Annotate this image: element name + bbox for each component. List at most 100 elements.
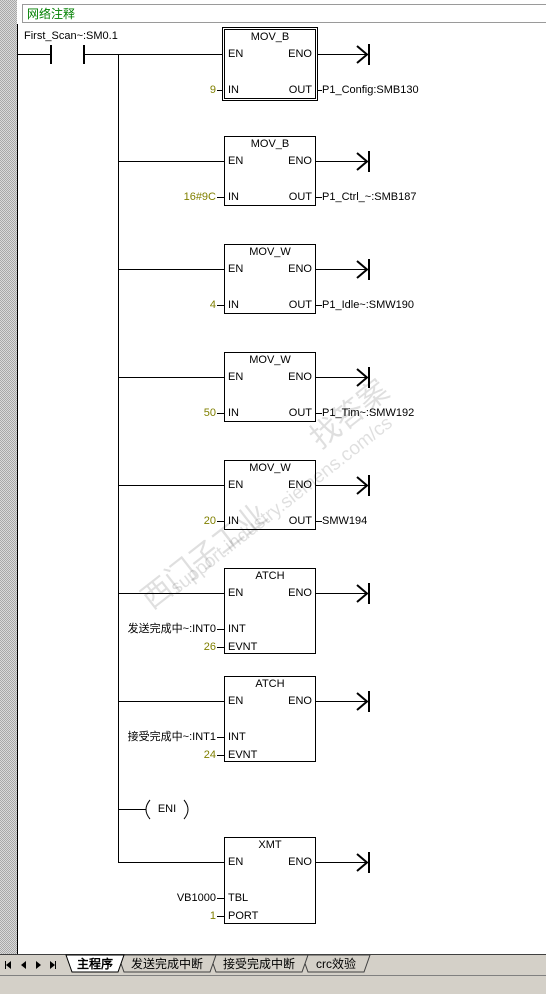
contact-operand[interactable]: First_Scan~:SM0.1: [24, 30, 118, 42]
box-title: ATCH: [255, 678, 285, 690]
eno-output-arrow-icon: [356, 259, 370, 280]
eno-output-arrow-icon: [356, 475, 370, 496]
tab-shape: [117, 954, 217, 973]
network-comment-field[interactable]: 网络注释: [22, 4, 546, 23]
eno-output-arrow-icon: [356, 44, 370, 65]
pin-evnt-label: EVNT: [228, 641, 258, 653]
pin-en-label: EN: [228, 155, 244, 167]
pin-int-label: INT: [228, 623, 246, 635]
box-title: ATCH: [255, 570, 285, 582]
in-operand[interactable]: 50: [203, 407, 216, 419]
eni-coil[interactable]: [145, 799, 189, 820]
mov-b-box[interactable]: MOV_B EN ENO IN OUT: [224, 136, 316, 206]
pin-evnt-label: EVNT: [228, 749, 258, 761]
pin-en-label: EN: [228, 371, 244, 383]
eno-output-arrow-icon: [356, 852, 370, 873]
atch-box[interactable]: ATCH EN ENO INT EVNT: [224, 568, 316, 654]
box-title: MOV_W: [249, 462, 291, 474]
pin-en-label: EN: [228, 695, 244, 707]
pin-en-label: EN: [228, 587, 244, 599]
box-title: MOV_B: [250, 138, 290, 150]
xmt-box[interactable]: XMT EN ENO TBL PORT: [224, 837, 316, 924]
pin-out-label: OUT: [288, 191, 312, 203]
next-tab-button[interactable]: [31, 957, 45, 972]
pin-out-label: OUT: [288, 84, 312, 96]
eno-output-arrow-icon: [356, 691, 370, 712]
out-operand[interactable]: SMW194: [322, 515, 368, 527]
tab-shape: [209, 954, 309, 973]
pin-en-label: EN: [228, 479, 244, 491]
tab-crc-check[interactable]: crc效验: [316, 957, 356, 971]
pin-en-label: EN: [228, 856, 244, 868]
pin-out-label: OUT: [288, 407, 312, 419]
eno-output-arrow-icon: [356, 151, 370, 172]
pin-out-label: OUT: [288, 515, 312, 527]
pin-eno-label: ENO: [288, 856, 312, 868]
eni-coil-label[interactable]: ENI: [157, 803, 177, 815]
tab-bar: 主程序 发送完成中断 接受完成中断 crc效验: [0, 954, 546, 994]
atch-box[interactable]: ATCH EN ENO INT EVNT: [224, 676, 316, 762]
horizontal-scroll-area[interactable]: [0, 975, 546, 994]
tab-shape: [301, 954, 371, 973]
last-tab-icon: [50, 960, 55, 969]
pin-en-label: EN: [228, 48, 244, 60]
pin-eno-label: ENO: [288, 695, 312, 707]
evnt-operand[interactable]: 26: [203, 641, 216, 653]
int-operand[interactable]: 发送完成中~:INT0: [127, 623, 216, 635]
previous-tab-button[interactable]: [16, 957, 30, 972]
int-operand[interactable]: 接受完成中~:INT1: [127, 731, 216, 743]
next-tab-icon: [35, 960, 41, 969]
pin-eno-label: ENO: [288, 479, 312, 491]
pin-eno-label: ENO: [288, 155, 312, 167]
previous-tab-icon: [20, 960, 26, 969]
mov-w-box[interactable]: MOV_W EN ENO IN OUT: [224, 244, 316, 314]
eno-output-arrow-icon: [356, 367, 370, 388]
in-operand[interactable]: 9: [209, 84, 216, 96]
ladder-wires: [17, 24, 370, 954]
pin-eno-label: ENO: [288, 587, 312, 599]
box-title: MOV_W: [249, 354, 291, 366]
pin-int-label: INT: [228, 731, 246, 743]
mov-b-box[interactable]: MOV_B EN ENO IN OUT: [222, 27, 318, 101]
network-gutter: [0, 0, 17, 954]
pin-eno-label: ENO: [288, 48, 312, 60]
mov-w-box[interactable]: MOV_W EN ENO IN OUT: [224, 460, 316, 530]
pin-tbl-label: TBL: [228, 892, 249, 904]
in-operand[interactable]: 16#9C: [183, 191, 216, 203]
tab-shapes: [0, 954, 546, 973]
last-tab-icon-bar: [55, 960, 56, 969]
box-title: MOV_W: [249, 246, 291, 258]
pin-in-label: IN: [228, 299, 239, 311]
first-scan-contact[interactable]: [50, 45, 85, 64]
evnt-operand[interactable]: 24: [203, 749, 216, 761]
tab-main-program[interactable]: 主程序: [76, 957, 113, 971]
tbl-operand[interactable]: VB1000: [176, 892, 216, 904]
in-operand[interactable]: 4: [209, 299, 216, 311]
pin-en-label: EN: [228, 263, 244, 275]
pin-eno-label: ENO: [288, 263, 312, 275]
out-operand[interactable]: P1_Ctrl_~:SMB187: [322, 191, 417, 203]
pin-in-label: IN: [228, 407, 239, 419]
tab-send-complete-interrupt[interactable]: 发送完成中断: [130, 957, 203, 971]
pin-in-label: IN: [228, 515, 239, 527]
box-title: XMT: [258, 839, 282, 851]
in-operand[interactable]: 20: [203, 515, 216, 527]
port-operand[interactable]: 1: [209, 910, 216, 922]
first-tab-icon-arrow: [6, 960, 11, 969]
out-operand[interactable]: P1_Idle~:SMW190: [322, 299, 415, 311]
pin-out-label: OUT: [288, 299, 312, 311]
tab-shape-active: [65, 954, 125, 973]
out-operand[interactable]: P1_Config:SMB130: [322, 84, 419, 96]
last-tab-button[interactable]: [46, 957, 60, 972]
pin-in-label: IN: [228, 191, 239, 203]
coil-left-paren: [145, 799, 151, 820]
pin-eno-label: ENO: [288, 371, 312, 383]
first-tab-icon: [5, 960, 6, 969]
coil-right-paren: [183, 799, 189, 820]
first-tab-button[interactable]: [1, 957, 15, 972]
out-operand[interactable]: P1_Tim~:SMW192: [322, 407, 415, 419]
tab-receive-complete-interrupt[interactable]: 接受完成中断: [222, 957, 295, 971]
pin-in-label: IN: [228, 84, 239, 96]
mov-w-box[interactable]: MOV_W EN ENO IN OUT: [224, 352, 316, 422]
